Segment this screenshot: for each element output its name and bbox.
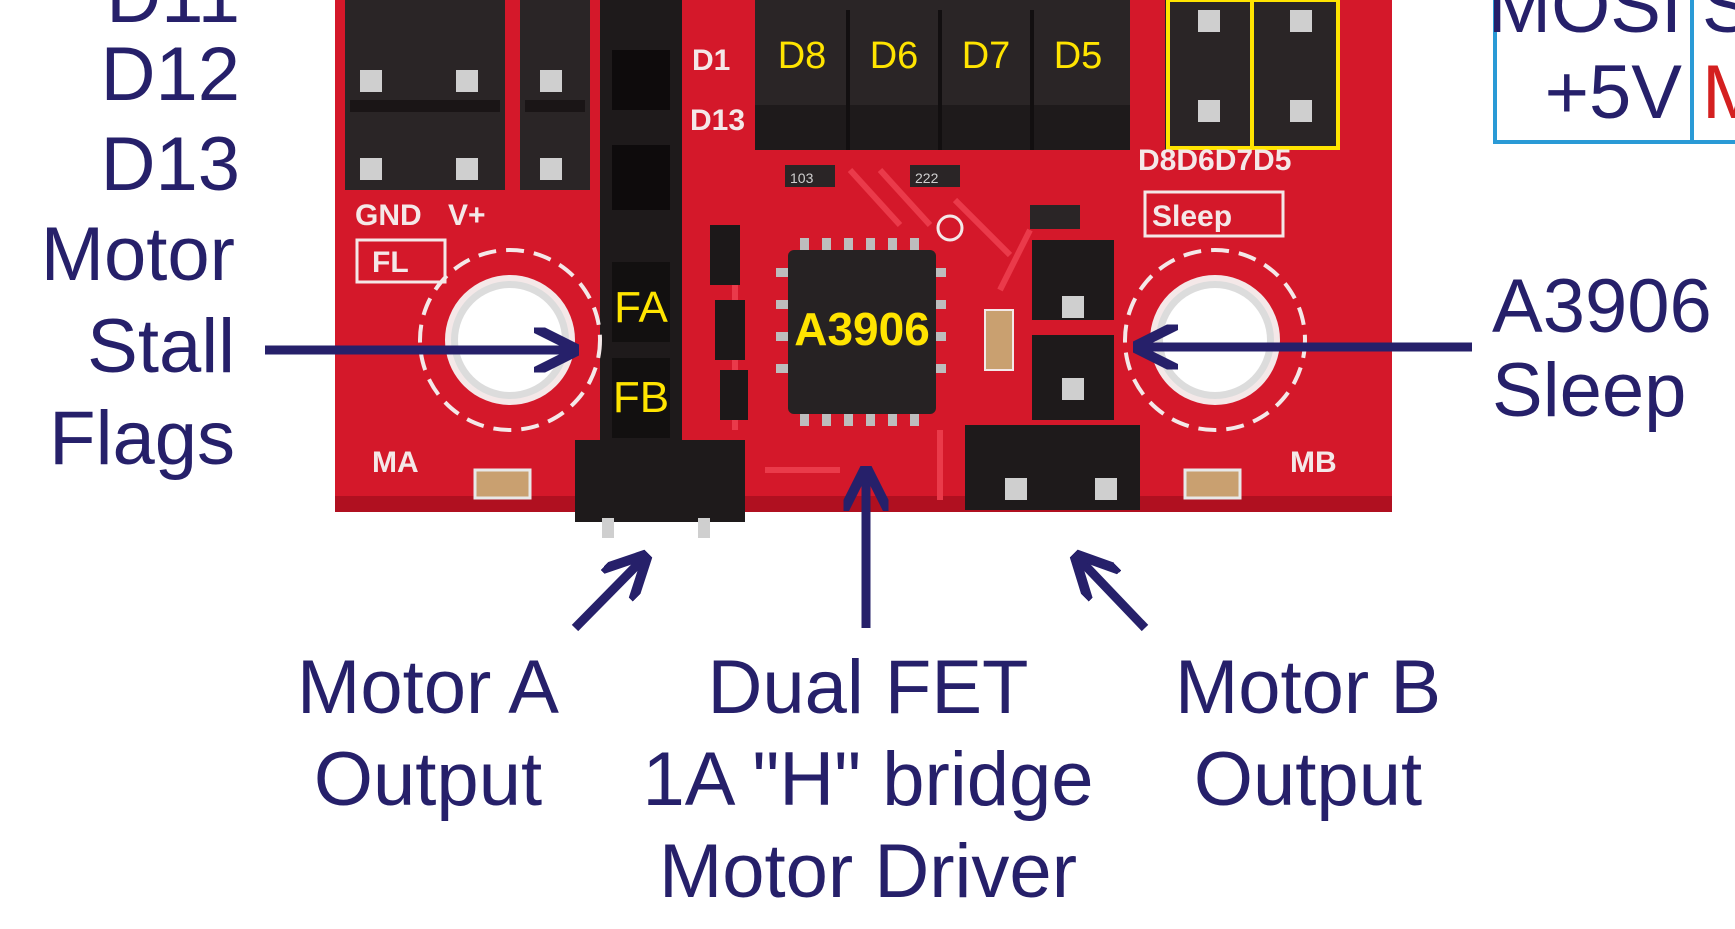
resistor-code-103: 103 xyxy=(790,170,814,186)
motor-b-annotation: Motor B Output xyxy=(1080,560,1441,822)
silk-d1: D1 xyxy=(692,44,730,77)
silk-sleep: Sleep xyxy=(1152,200,1232,233)
label-sleep: Sleep xyxy=(1492,348,1686,433)
label-motor-a: Motor A xyxy=(297,645,559,730)
left-pin-header xyxy=(345,0,590,190)
label-d13: D13 xyxy=(101,122,240,207)
left-pin-labels: D11 D12 D13 xyxy=(101,0,240,207)
label-flags: Flags xyxy=(49,396,235,481)
label-a3906: A3906 xyxy=(1492,264,1712,349)
driver-annotation: Dual FET 1A "H" bridge Motor Driver xyxy=(642,475,1094,914)
arrow-to-motor-b xyxy=(1080,560,1149,632)
label-motor: Motor xyxy=(41,212,235,297)
silk-pin-names: D8D6D7D5 xyxy=(1138,144,1291,177)
label-d11: D11 xyxy=(106,0,240,39)
label-h-bridge: 1A "H" bridge xyxy=(642,737,1093,822)
silk-vplus: V+ xyxy=(448,199,486,232)
chip-label: A3906 xyxy=(794,303,930,355)
pin-table-cut-letter: M xyxy=(1702,50,1735,135)
header-label-d6: D6 xyxy=(870,35,919,77)
resistor-code-222: 222 xyxy=(915,170,939,186)
sleep-jumper xyxy=(1032,240,1114,420)
arrow-to-motor-a xyxy=(571,560,642,632)
motor-b-header xyxy=(965,425,1140,510)
silk-gnd: GND xyxy=(355,199,422,232)
top-pin-header: D8 D6 D7 D5 xyxy=(755,0,1130,150)
pcb-board: FA FB D8 D6 D7 D5 GND V+ F xyxy=(335,0,1392,538)
motor-a-annotation: Motor A Output xyxy=(297,560,642,822)
header-label-d7: D7 xyxy=(962,35,1011,77)
label-d12: D12 xyxy=(101,32,240,117)
silk-fl: FL xyxy=(372,246,409,279)
flag-b-label: FB xyxy=(613,373,669,422)
header-label-d5: D5 xyxy=(1054,35,1103,77)
stall-flags-annotation: Motor Stall Flags xyxy=(41,212,570,481)
label-motor-a-output: Output xyxy=(314,737,542,822)
sleep-annotation: A3906 Sleep xyxy=(1142,264,1712,433)
silk-ma: MA xyxy=(372,446,419,479)
smd-parts: 103 222 xyxy=(473,165,1242,500)
label-motor-b-output: Output xyxy=(1194,737,1422,822)
label-motor-driver: Motor Driver xyxy=(659,829,1077,914)
a3906-chip: A3906 xyxy=(776,238,946,426)
motor-a-header xyxy=(575,440,745,538)
label-motor-b: Motor B xyxy=(1175,645,1441,730)
pin-table-cut-right: S xyxy=(1702,0,1735,49)
pin-table: MOSI +5V M S xyxy=(1488,0,1735,144)
pin-table-mosi: MOSI xyxy=(1488,0,1682,49)
jumper-block xyxy=(1165,0,1340,150)
mounting-hole-right xyxy=(1123,248,1307,432)
pin-table-5v: +5V xyxy=(1545,50,1683,135)
flag-a-label: FA xyxy=(614,283,668,332)
header-label-d8: D8 xyxy=(778,35,827,77)
silk-d13: D13 xyxy=(690,104,745,137)
label-stall: Stall xyxy=(87,304,235,389)
flag-header-strip: FA FB xyxy=(600,0,682,450)
silk-mb: MB xyxy=(1290,446,1337,479)
label-dual-fet: Dual FET xyxy=(708,645,1029,730)
